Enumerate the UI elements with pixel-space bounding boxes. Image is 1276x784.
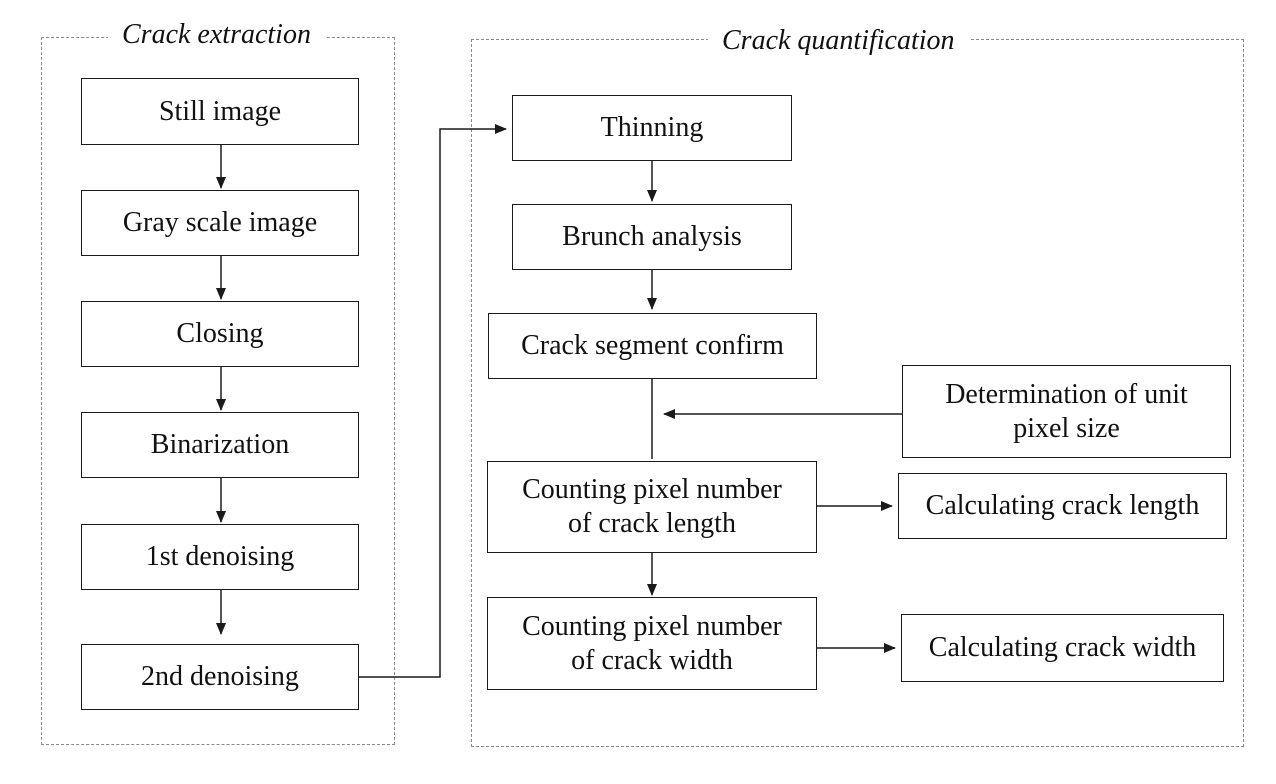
- count-width-label-line2: of crack width: [571, 644, 733, 676]
- crack-segment-confirm-node: Crack segment confirm: [488, 313, 817, 379]
- still-image-label: Still image: [158, 95, 282, 127]
- gray-scale-image-node: Gray scale image: [81, 190, 359, 256]
- brunch-analysis-label: Brunch analysis: [562, 221, 742, 252]
- unit-pixel-size-label-line2: pixel size: [1013, 412, 1120, 444]
- crack-extraction-title: Crack extraction: [108, 18, 325, 52]
- thinning-node: Thinning: [512, 95, 792, 161]
- thinning-label: Thinning: [600, 112, 704, 143]
- arrow-denoising2-to-thinning: [359, 124, 507, 678]
- second-denoising-label: 2nd denoising: [141, 661, 299, 692]
- still-image-node: Still image: [81, 78, 359, 145]
- first-denoising-node: 1st denoising: [81, 524, 359, 590]
- count-length-label-line2: of crack length: [568, 508, 736, 539]
- calc-length-node: Calculating crack length: [898, 473, 1227, 539]
- brunch-analysis-node: Brunch analysis: [512, 204, 792, 270]
- calc-width-label: Calculating crack width: [928, 632, 1197, 663]
- unit-pixel-size-label-line1: Determination of unit: [945, 378, 1188, 410]
- closing-node: Closing: [81, 301, 359, 367]
- binarization-label: Binarization: [150, 429, 290, 460]
- count-width-label-line1: Counting pixel number: [522, 610, 782, 642]
- count-length-node: Counting pixel number of crack length: [487, 461, 817, 553]
- unit-pixel-size-node: Determination of unit pixel size: [902, 365, 1231, 458]
- gray-scale-image-label: Gray scale image: [122, 207, 318, 238]
- first-denoising-label: 1st denoising: [145, 541, 295, 572]
- second-denoising-node: 2nd denoising: [81, 644, 359, 710]
- closing-label: Closing: [176, 318, 264, 349]
- binarization-node: Binarization: [81, 412, 359, 478]
- count-width-node: Counting pixel number of crack width: [487, 597, 817, 690]
- crack-quantification-title: Crack quantification: [708, 24, 969, 58]
- count-length-label-line1: Counting pixel number: [522, 474, 782, 505]
- crack-segment-confirm-label: Crack segment confirm: [521, 330, 784, 361]
- calc-length-label: Calculating crack length: [925, 490, 1200, 521]
- calc-width-node: Calculating crack width: [901, 614, 1224, 682]
